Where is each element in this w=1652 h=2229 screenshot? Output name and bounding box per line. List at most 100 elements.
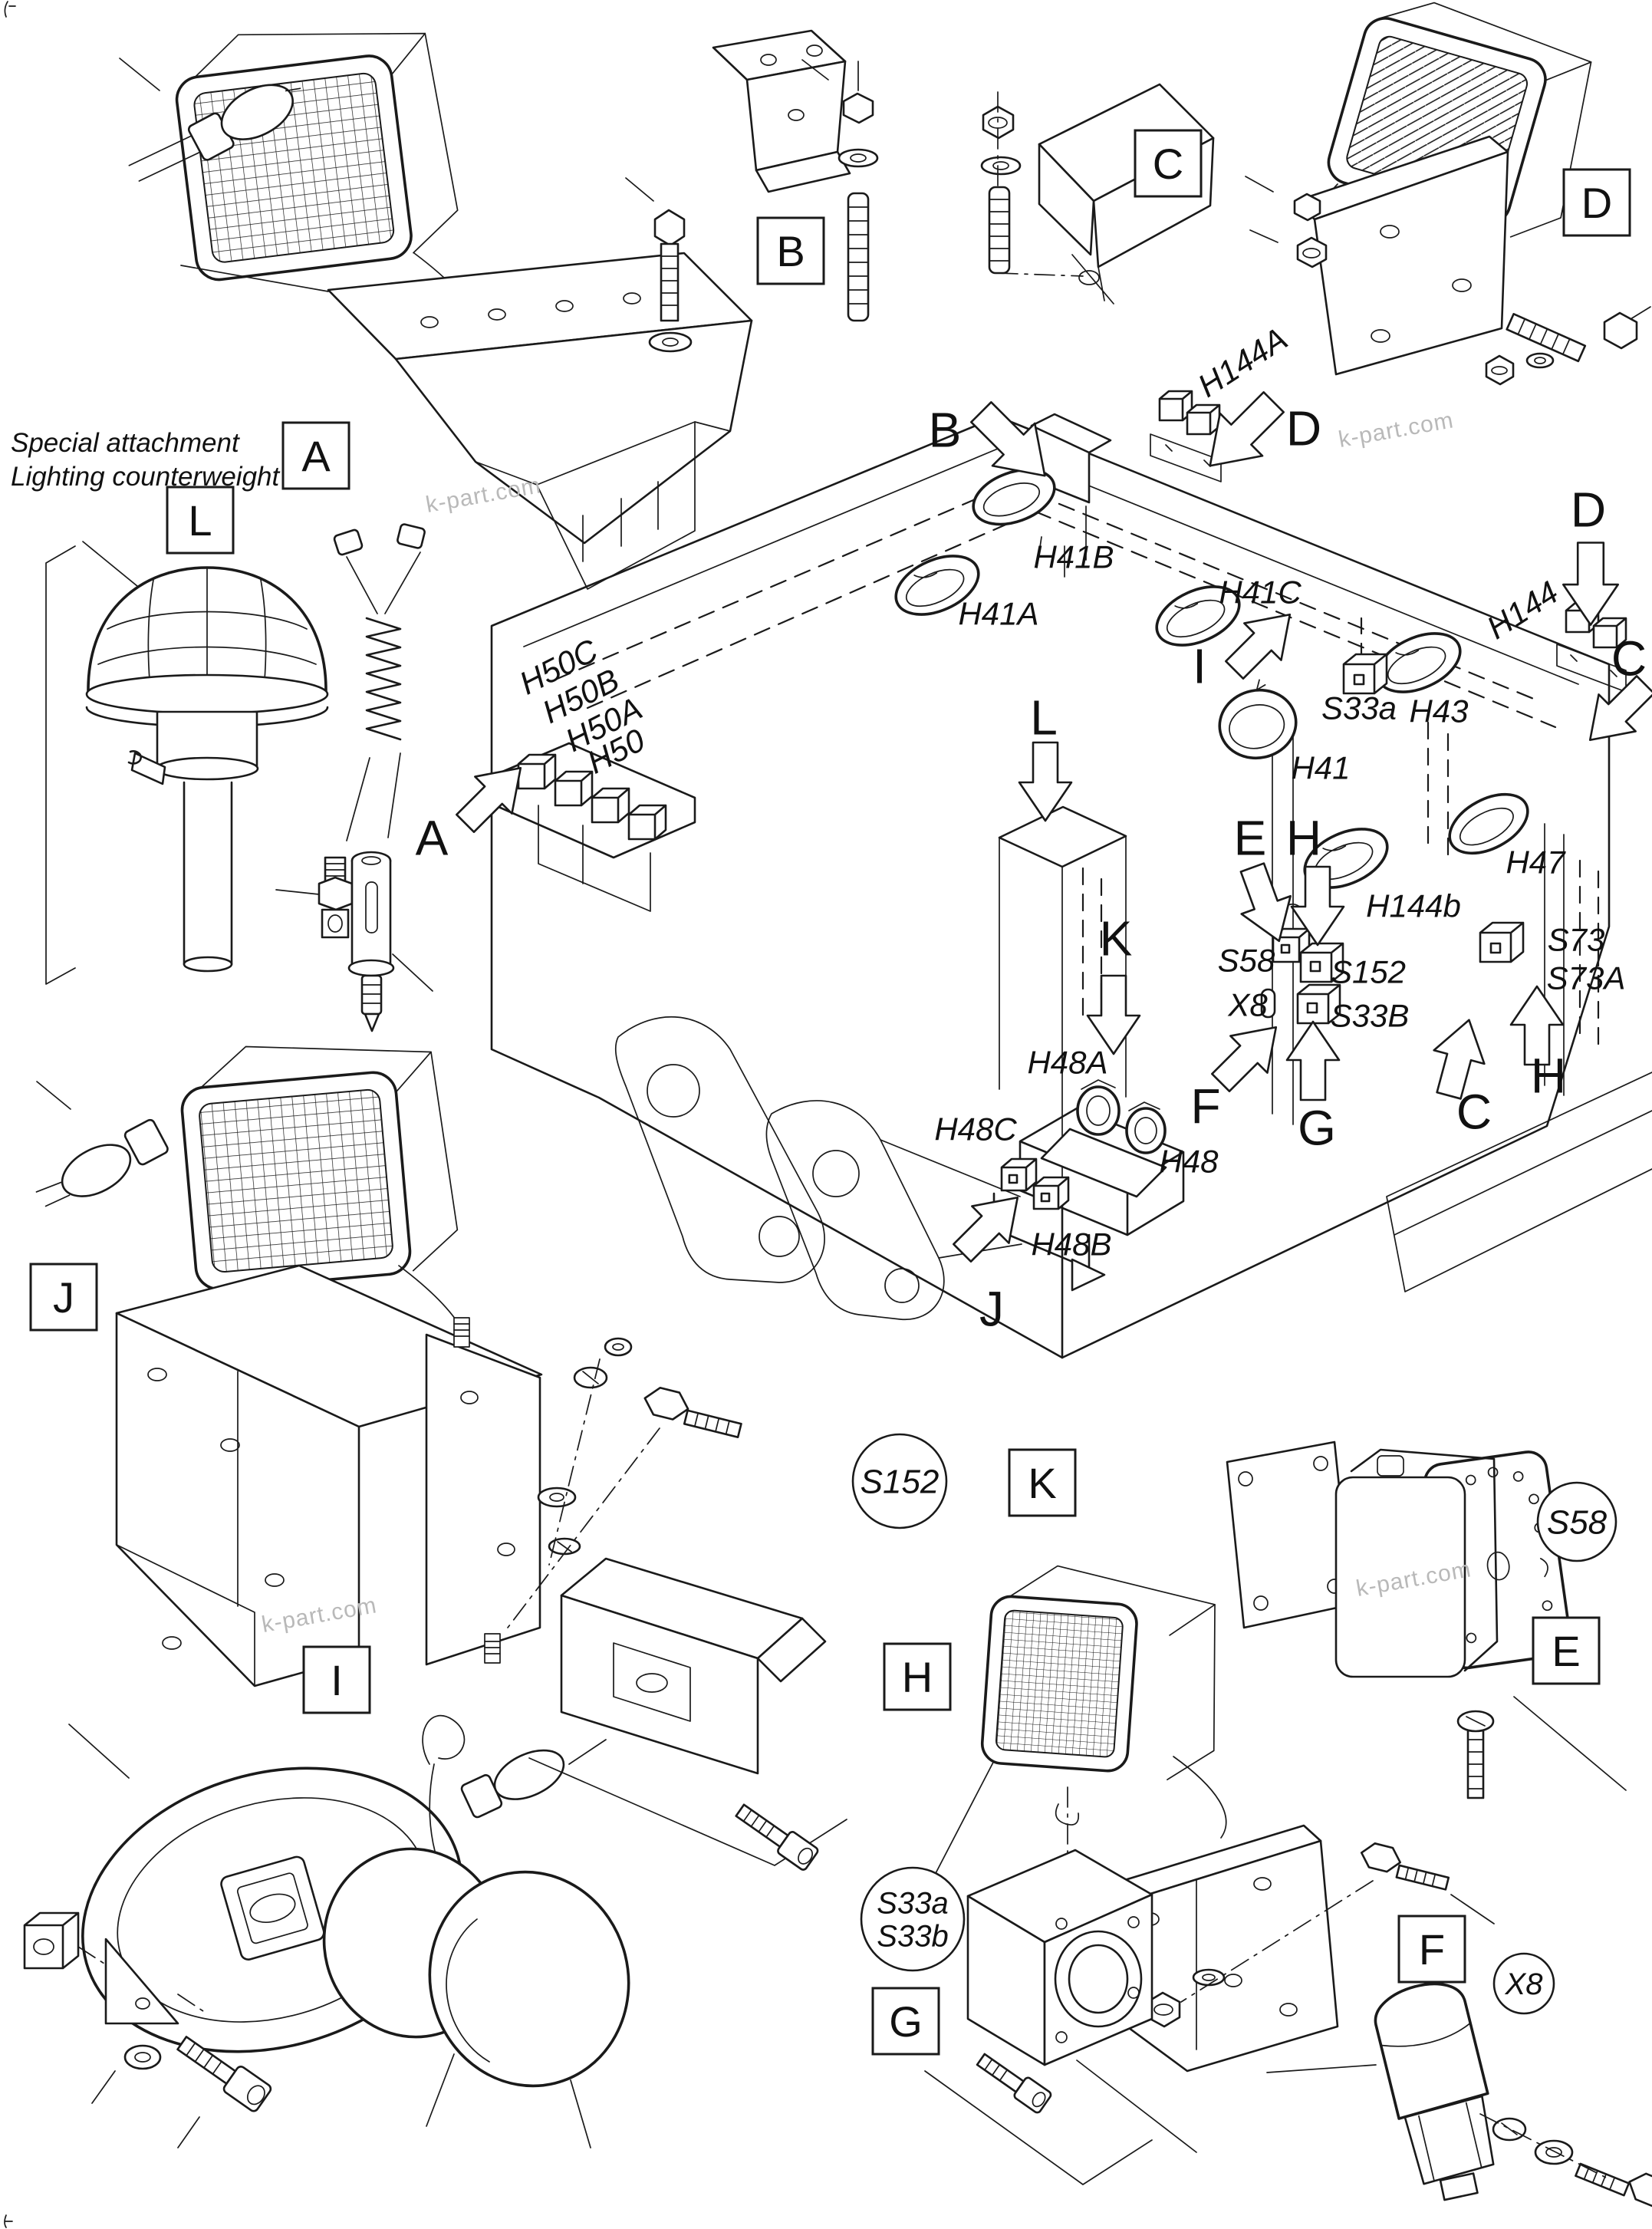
socket-F-group bbox=[1266, 1982, 1652, 2208]
bolt-D bbox=[1485, 306, 1651, 386]
bulb-J bbox=[35, 1118, 169, 1207]
circle-label-X8: X8 bbox=[1492, 1952, 1555, 2015]
connector-S73 bbox=[1479, 921, 1525, 963]
part-box-letter: J bbox=[53, 1273, 74, 1322]
ref-label-H41B: H41B bbox=[1033, 539, 1114, 575]
arrow-letter-I: I bbox=[1193, 638, 1206, 693]
lamp-H41A bbox=[894, 555, 980, 616]
part-box-letter: D bbox=[1581, 179, 1612, 227]
part-box-G: G bbox=[871, 1987, 940, 2056]
part-box-E: E bbox=[1532, 1616, 1601, 1685]
ref-label-H48A: H48A bbox=[1027, 1045, 1107, 1081]
arrow-letter-J: J bbox=[979, 1281, 1004, 1336]
relay-E-group bbox=[1226, 1440, 1627, 1799]
hook-mark bbox=[1055, 1803, 1080, 1826]
arrow-H-mid bbox=[1290, 865, 1345, 947]
arrow-letter-H: H bbox=[1531, 1048, 1566, 1103]
arrow-letter-H: H bbox=[1286, 810, 1321, 865]
body-lamps bbox=[894, 413, 1529, 889]
part-box-A: A bbox=[281, 421, 350, 490]
connector-H144 bbox=[1556, 601, 1627, 693]
screw-E bbox=[1456, 1710, 1495, 1799]
plate-D-face bbox=[1313, 150, 1509, 376]
ref-label-H144A: H144A bbox=[1191, 320, 1293, 403]
screw-G bbox=[976, 2053, 1052, 2114]
part-box-C: C bbox=[1134, 129, 1203, 198]
ref-label-H41C: H41C bbox=[1219, 575, 1302, 611]
part-box-H: H bbox=[883, 1642, 952, 1711]
screw-H bbox=[735, 1803, 819, 1871]
ref-label-S73A: S73A bbox=[1547, 960, 1626, 996]
nuts-D bbox=[1245, 176, 1328, 268]
connector-cubes bbox=[517, 390, 1627, 1292]
part-box-F: F bbox=[1397, 1915, 1466, 1984]
arrow-J bbox=[953, 1196, 1019, 1263]
circle-label-S152: S152 bbox=[851, 1433, 948, 1529]
lamp-cable-K bbox=[1173, 1756, 1227, 1839]
lamp-H41 bbox=[1218, 679, 1298, 760]
bulb-topleft bbox=[128, 84, 301, 182]
hardware-J bbox=[507, 1337, 742, 1628]
beacon-dome bbox=[85, 566, 329, 785]
arrow-H-bottom bbox=[1509, 985, 1565, 1066]
ref-label-S33a: S33a bbox=[1321, 690, 1397, 726]
fitting-small bbox=[275, 856, 354, 939]
watermark: k-part.com bbox=[424, 472, 543, 518]
arrow-letter-G: G bbox=[1298, 1100, 1336, 1155]
bracket-A bbox=[180, 252, 753, 590]
group-D bbox=[1245, 2, 1651, 386]
horn-covers bbox=[322, 1847, 630, 2148]
arrow-D-right bbox=[1562, 542, 1619, 626]
circle-label-text: S58 bbox=[1547, 1503, 1608, 1541]
arrow-letter-D: D bbox=[1286, 400, 1321, 456]
arrow-L bbox=[1018, 741, 1073, 822]
arrow-K bbox=[1086, 974, 1141, 1055]
ref-label-H144: H144 bbox=[1480, 574, 1565, 646]
stud-C bbox=[988, 186, 1011, 275]
lamp-H41B bbox=[972, 413, 1112, 578]
ref-label-H41: H41 bbox=[1291, 750, 1350, 786]
ref-label-H48C: H48C bbox=[934, 1111, 1017, 1147]
horn-group bbox=[23, 1714, 630, 2148]
part-box-letter: C bbox=[1153, 140, 1183, 188]
part-box-L: L bbox=[166, 486, 235, 555]
nut-washer-stud-B bbox=[801, 59, 879, 322]
arrow-letter-D: D bbox=[1571, 482, 1606, 537]
ref-label-S33B: S33B bbox=[1331, 998, 1410, 1034]
ref-label-H48B: H48B bbox=[1031, 1226, 1111, 1263]
relay-unit-E bbox=[1334, 1448, 1499, 1678]
part-box-K: K bbox=[1008, 1448, 1077, 1517]
ref-label-S58: S58 bbox=[1218, 943, 1275, 979]
ref-label-H43: H43 bbox=[1409, 693, 1468, 729]
ref-label-H48: H48 bbox=[1159, 1144, 1219, 1180]
page-artifact-mark bbox=[4, 2214, 13, 2228]
circle-label-text: S33a bbox=[877, 1886, 948, 1920]
box-G-group bbox=[924, 1849, 1153, 2185]
ref-label-H41A: H41A bbox=[958, 596, 1038, 632]
ref-label-S73: S73 bbox=[1548, 922, 1605, 958]
circle-label-text: S152 bbox=[861, 1463, 940, 1500]
washer-C bbox=[980, 156, 1022, 176]
arrow-B bbox=[970, 401, 1046, 477]
hex-bolt-B bbox=[625, 177, 693, 353]
arrow-letter-L: L bbox=[1030, 690, 1058, 745]
arrow-C-bottom bbox=[1433, 1019, 1486, 1100]
bolt-F bbox=[1575, 2162, 1652, 2208]
part-box-D: D bbox=[1562, 168, 1631, 237]
page-artifact-mark bbox=[4, 1, 16, 18]
part-box-letter: H bbox=[902, 1653, 933, 1701]
beacon-pole bbox=[183, 781, 233, 973]
caption-line2: Lighting counterweight bbox=[11, 462, 280, 492]
horn-hardware bbox=[23, 1911, 272, 2148]
nut-washer-K bbox=[1146, 1880, 1374, 2028]
arrow-G bbox=[1285, 1020, 1341, 1101]
arrow-I bbox=[1225, 613, 1292, 680]
lamp-H41C bbox=[1155, 585, 1241, 647]
worklamp-topleft bbox=[119, 32, 484, 367]
lamp-K-group bbox=[912, 1565, 1495, 2153]
ref-label-H144b: H144b bbox=[1366, 888, 1461, 924]
circle-label-text: X8 bbox=[1505, 1967, 1544, 2001]
arrow-letter-B: B bbox=[929, 402, 962, 457]
